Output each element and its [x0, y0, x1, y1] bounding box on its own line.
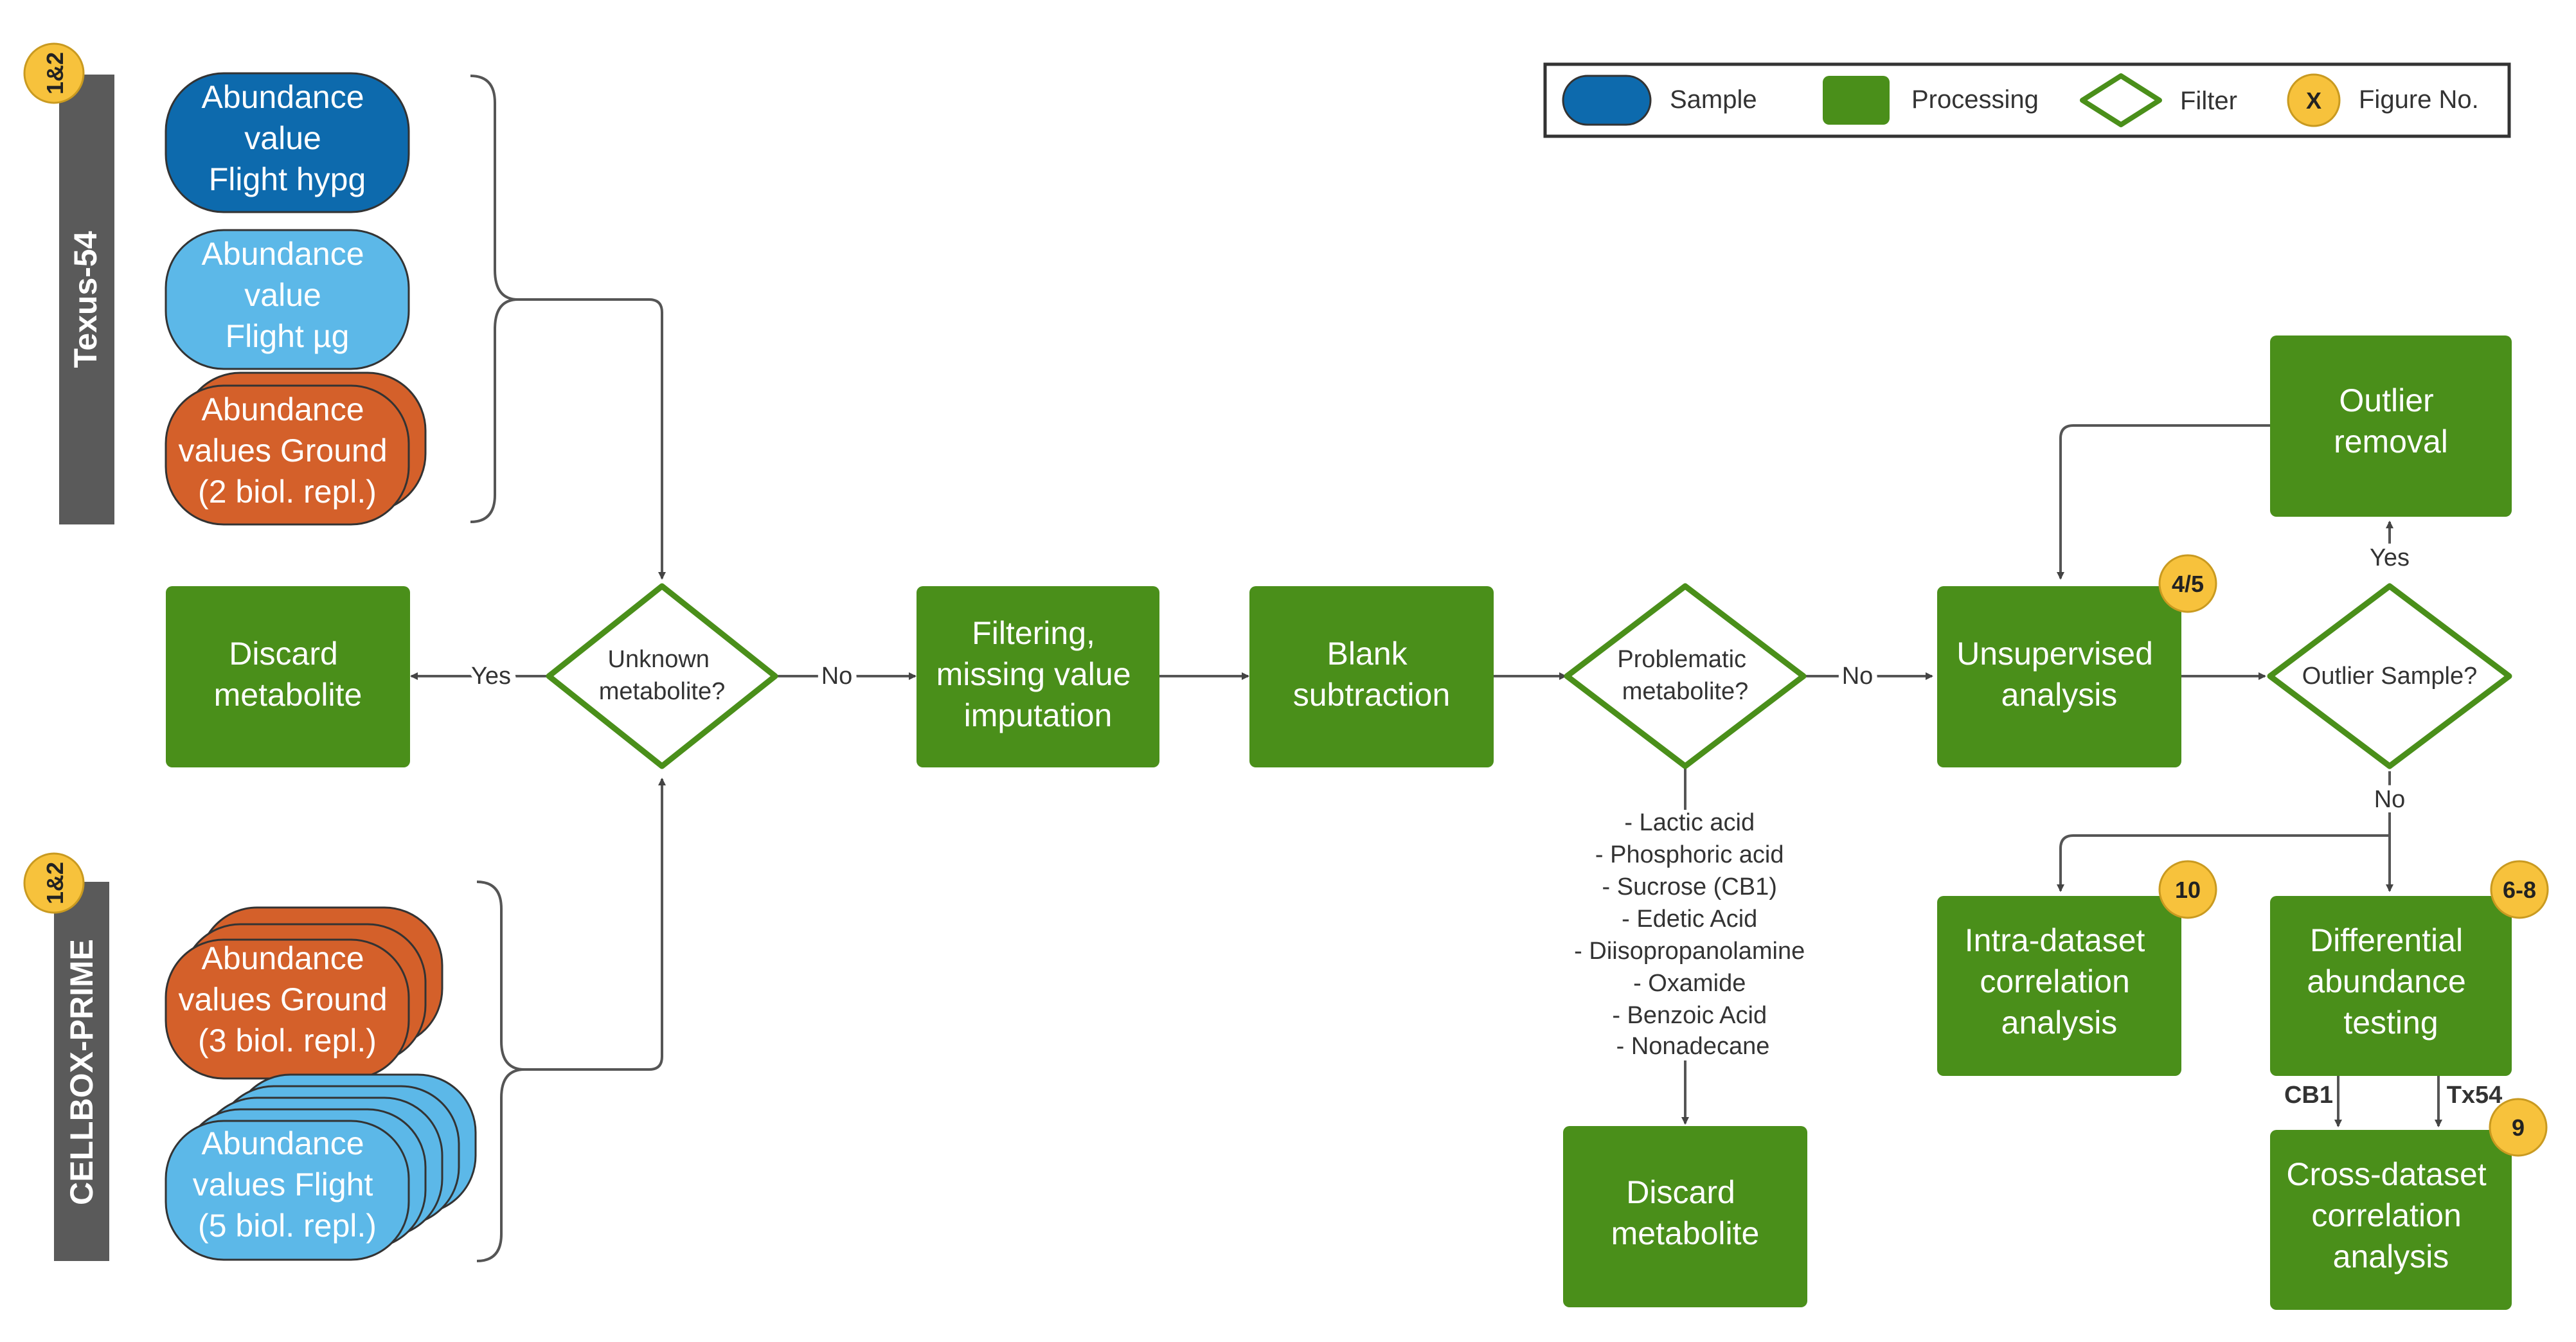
legend-figure-badge: [2287, 73, 2341, 127]
label-tx54: Tx54: [2447, 1082, 2503, 1109]
cellbox-group: CELLBOX-PRIME 1&2: [23, 852, 109, 1261]
legend-processing-label: Processing: [1911, 85, 2039, 114]
sample-ground-texus: Abundance values Ground (2 biol. repl.): [165, 371, 427, 526]
sample-flight-hypg-text: Abundance value Flight hypg: [202, 79, 373, 197]
cellbox-label: CELLBOX-PRIME: [64, 939, 100, 1205]
process-cross-text: Cross-dataset correlation analysis: [2286, 1156, 2495, 1275]
filter-problematic-metabolite: Problematic metabolite?: [1564, 583, 1807, 769]
edge-texus-to-unknown: [518, 298, 666, 580]
badge-cross: 9: [2489, 1098, 2548, 1157]
sample-flight-ug: Abundance value Flight µg: [165, 229, 410, 370]
legend-sample-label: Sample: [1670, 85, 1757, 114]
label-cb1: CB1: [2284, 1082, 2333, 1109]
legend-sample-swatch: [1562, 75, 1652, 126]
badge-cross-text: 9: [2512, 1114, 2525, 1141]
process-discard-bottom: Discard metabolite: [1563, 1126, 1807, 1307]
process-blank-subtraction: Blank subtraction: [1249, 586, 1494, 767]
process-outlier-removal-text: Outlier removal: [2334, 382, 2448, 460]
badge-unsupervised-text: 4/5: [2172, 571, 2204, 597]
process-filtering: Filtering, missing value imputation: [917, 586, 1159, 767]
process-filtering-text: Filtering, missing value imputation: [936, 615, 1140, 733]
cellbox-brace: [476, 881, 525, 1262]
process-unsupervised-text: Unsupervised analysis: [1956, 636, 2162, 713]
cellbox-figure-badge: [23, 852, 85, 914]
process-discard-left: Discard metabolite: [166, 586, 410, 767]
filter-unknown-metabolite: Unknown metabolite?: [546, 583, 778, 769]
sample-ground-texus-text: Abundance values Ground (2 biol. repl.): [178, 391, 396, 510]
process-differential: Differential abundance testing: [2270, 896, 2512, 1076]
legend-filter-label: Filter: [2180, 87, 2237, 115]
edge-cellbox-to-unknown: [524, 778, 666, 1071]
badge-differential-text: 6-8: [2503, 877, 2536, 903]
filter-unknown-text: Unknown metabolite?: [599, 646, 725, 705]
label-no-problematic: No: [1842, 663, 1874, 690]
process-intra-dataset: Intra-dataset correlation analysis: [1937, 896, 2181, 1076]
process-blank-text: Blank subtraction: [1293, 636, 1451, 713]
sample-ground-cellbox-text: Abundance values Ground (3 biol. repl.): [178, 940, 396, 1059]
texus-badge-text: 1&2: [42, 52, 68, 94]
badge-unsupervised: 4/5: [2158, 554, 2217, 613]
label-no-unknown: No: [821, 663, 853, 690]
cellbox-side-bar: [54, 882, 109, 1261]
texus-figure-badge: [23, 42, 85, 104]
legend-filter-swatch: [2080, 73, 2162, 127]
texus-label: Texus-54: [67, 231, 103, 368]
problematic-metabolite-list: - Lactic acid - Phosphoric acid - Sucros…: [1574, 809, 1812, 1060]
sample-flight-hypg: Abundance value Flight hypg: [165, 72, 410, 213]
filter-problematic-text: Problematic metabolite?: [1617, 646, 1753, 705]
legend-processing-swatch: [1823, 76, 1890, 125]
sample-flight-cellbox-text: Abundance values Flight (5 biol. repl.): [193, 1125, 382, 1244]
badge-intra-text: 10: [2175, 877, 2201, 903]
sample-flight-cellbox: Abundance values Flight (5 biol. repl.): [165, 1073, 477, 1261]
edge-removal-to-unsupervised: [2057, 424, 2273, 580]
process-outlier-removal: Outlier removal: [2270, 336, 2512, 517]
process-intra-text: Intra-dataset correlation analysis: [1965, 922, 2154, 1041]
process-unsupervised: Unsupervised analysis: [1937, 586, 2181, 767]
label-yes-discard: Yes: [471, 663, 511, 690]
filter-outlier-sample: Outlier Sample?: [2267, 583, 2512, 769]
sample-ground-cellbox: Abundance values Ground (3 biol. repl.): [165, 906, 443, 1080]
legend-figure-symbol: X: [2306, 87, 2321, 114]
label-yes-outlier: Yes: [2370, 544, 2410, 571]
problematic-list-text: - Lactic acid - Phosphoric acid - Sucros…: [1574, 809, 1812, 1060]
cellbox-badge-text: 1&2: [42, 862, 68, 904]
badge-intra: 10: [2158, 860, 2217, 919]
filter-outlier-text: Outlier Sample?: [2302, 663, 2477, 690]
texus-side-bar: [59, 75, 114, 524]
texus-brace: [470, 75, 519, 523]
legend: Sample Processing Filter X Figure No.: [1543, 62, 2511, 138]
sample-flight-ug-text: Abundance value Flight µg: [202, 236, 373, 354]
label-no-outlier: No: [2374, 786, 2406, 813]
legend-frame: [1543, 62, 2511, 138]
process-discard-bottom-text: Discard metabolite: [1611, 1174, 1760, 1251]
badge-differential: 6-8: [2490, 860, 2549, 919]
process-cross-dataset: Cross-dataset correlation analysis: [2270, 1130, 2512, 1310]
edge-outlier-to-intra: [2057, 834, 2390, 892]
process-differential-text: Differential abundance testing: [2307, 922, 2474, 1041]
process-discard-left-text: Discard metabolite: [214, 636, 362, 713]
texus-group: Texus-54 1&2: [23, 42, 114, 524]
legend-figure-label: Figure No.: [2359, 85, 2479, 114]
